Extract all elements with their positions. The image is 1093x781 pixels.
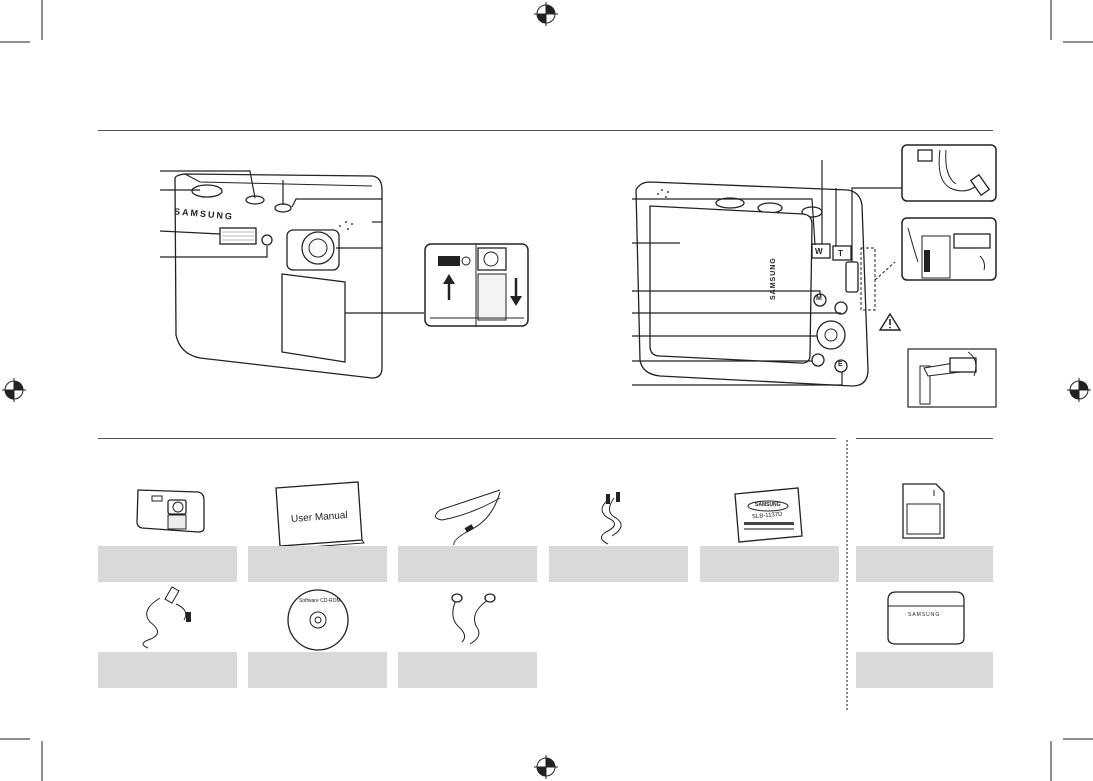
accessory-sd-card	[902, 483, 945, 539]
caption-box-usb-cable	[98, 652, 237, 688]
optional-rule	[856, 438, 993, 439]
accessory-camera	[136, 489, 205, 533]
zoom-t-button	[832, 245, 852, 261]
zoom-t-text: T	[838, 249, 843, 258]
caption-box-earphones	[398, 652, 537, 688]
accessory-av-cable	[601, 492, 622, 545]
top-section-rule	[98, 130, 993, 131]
accessory-pouch	[887, 591, 965, 645]
caption-box-cd-rom	[248, 652, 387, 688]
menu-button-text: M	[816, 295, 822, 302]
cd-label-text: Software CD-ROM	[299, 598, 341, 604]
zoom-w-text: W	[815, 247, 823, 256]
e-button-text: E	[838, 361, 843, 368]
accessory-battery	[734, 487, 803, 543]
battery-brand-text: SAMSUNG	[755, 502, 781, 508]
caption-box-av-cable	[549, 546, 688, 582]
accessory-earphones	[451, 593, 496, 645]
caption-box-pouch	[856, 652, 993, 688]
accessory-usb-cable	[142, 586, 191, 649]
lens	[301, 231, 335, 265]
caption-box-manual	[248, 546, 387, 582]
shutter-button	[191, 184, 223, 198]
accessories-rule	[98, 438, 836, 439]
caption-box-camera	[98, 546, 237, 582]
pouch-brand-text: SAMSUNG	[908, 612, 941, 618]
self-timer-lamp	[261, 234, 273, 246]
lens-cover	[281, 273, 346, 363]
accessory-strap	[435, 489, 501, 546]
five-way-button	[816, 320, 846, 350]
optional-divider	[846, 440, 848, 710]
caption-box-strap	[398, 546, 537, 582]
warning-icon	[878, 312, 902, 331]
registration-mark-right	[1067, 378, 1091, 402]
delete-button	[834, 359, 848, 373]
registration-mark-top	[534, 2, 558, 26]
playback-button	[834, 301, 848, 315]
e-button	[811, 353, 825, 367]
accessory-cd-rom	[287, 589, 349, 651]
zoom-w-button	[811, 243, 831, 259]
caption-box-sd-card	[856, 546, 993, 582]
caption-box-battery	[700, 546, 839, 582]
registration-mark-bottom	[534, 755, 558, 779]
registration-mark-left	[2, 378, 26, 402]
